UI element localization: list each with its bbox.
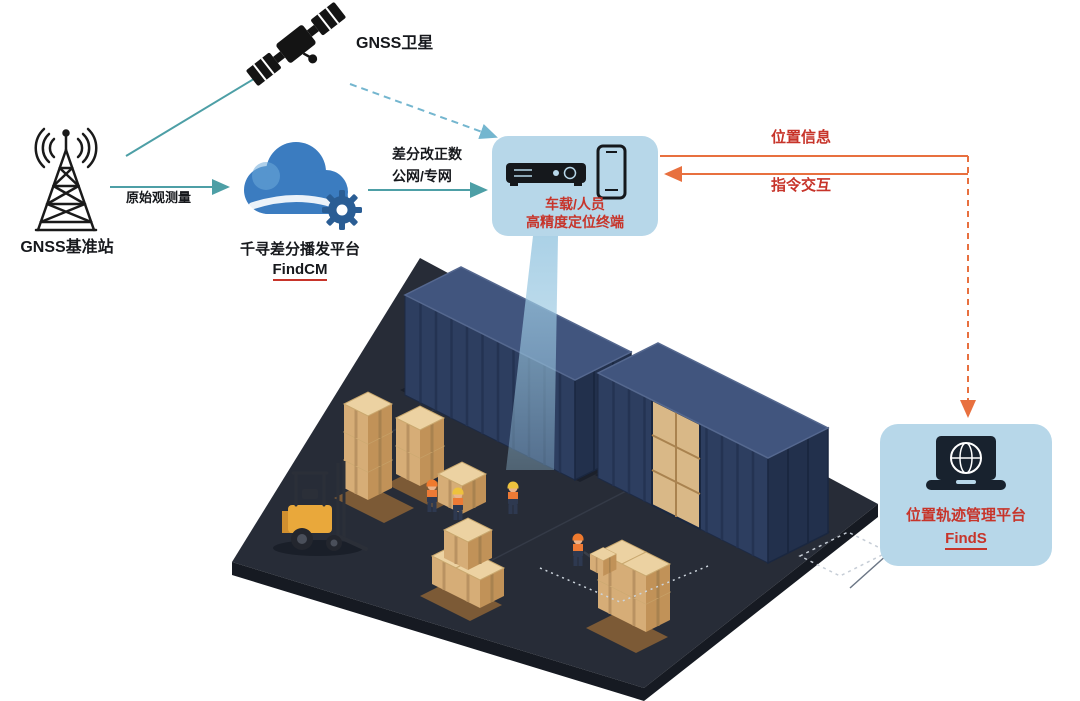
management-platform-title: 位置轨迹管理平台 <box>905 507 1026 524</box>
container-right <box>596 342 830 565</box>
cloud-gear-icon <box>244 142 362 230</box>
management-platform-panel <box>880 424 1052 566</box>
satellite-to-base-link <box>125 67 273 157</box>
dotted-trail <box>539 565 709 603</box>
pallet <box>420 580 502 621</box>
receiver-box-icon <box>506 163 586 186</box>
terminal-panel <box>492 136 658 236</box>
worker-icon <box>426 479 438 512</box>
laptop-globe-icon <box>926 436 1006 490</box>
satellite-to-terminal-dashed-link <box>349 83 498 140</box>
yard-platform-edge <box>232 504 878 701</box>
worker-icon <box>452 487 464 520</box>
management-platform-subtitle: FindS <box>876 530 1056 550</box>
radio-tower-icon <box>34 127 98 232</box>
findcm-text: FindCM <box>272 261 328 281</box>
base-station-label: GNSS基准站 <box>20 239 114 256</box>
command-interaction-label: 指令交互 <box>770 177 831 194</box>
gear-icon <box>322 190 362 230</box>
satellite-icon <box>246 2 346 86</box>
diff-correction-label: 差分改正数 <box>392 146 462 162</box>
satellite-label: GNSS卫星 <box>356 35 434 52</box>
yard-platform <box>232 258 878 688</box>
worker-with-pallet-jack <box>572 533 618 577</box>
network-label: 公网/专网 <box>392 168 452 184</box>
position-info-label: 位置信息 <box>770 129 831 146</box>
cloud-platform-subtitle: FindCM <box>220 261 380 281</box>
warehouse-yard-illustration <box>232 258 890 701</box>
smartphone-icon <box>596 144 627 200</box>
positioning-beam <box>506 236 558 470</box>
finds-callout-line <box>849 553 889 589</box>
terminal-label-line1: 车载/人员 <box>545 196 605 212</box>
terminal-label-line2: 高精度定位终端 <box>526 214 624 230</box>
raw-observation-label: 原始观测量 <box>126 190 192 205</box>
forklift-icon <box>282 461 368 551</box>
pallet <box>586 612 668 653</box>
cloud-platform-title: 千寻差分播发平台 <box>239 241 360 258</box>
position-info-arrow <box>660 155 976 418</box>
finds-text: FindS <box>945 530 987 550</box>
worker-icon <box>507 481 519 514</box>
